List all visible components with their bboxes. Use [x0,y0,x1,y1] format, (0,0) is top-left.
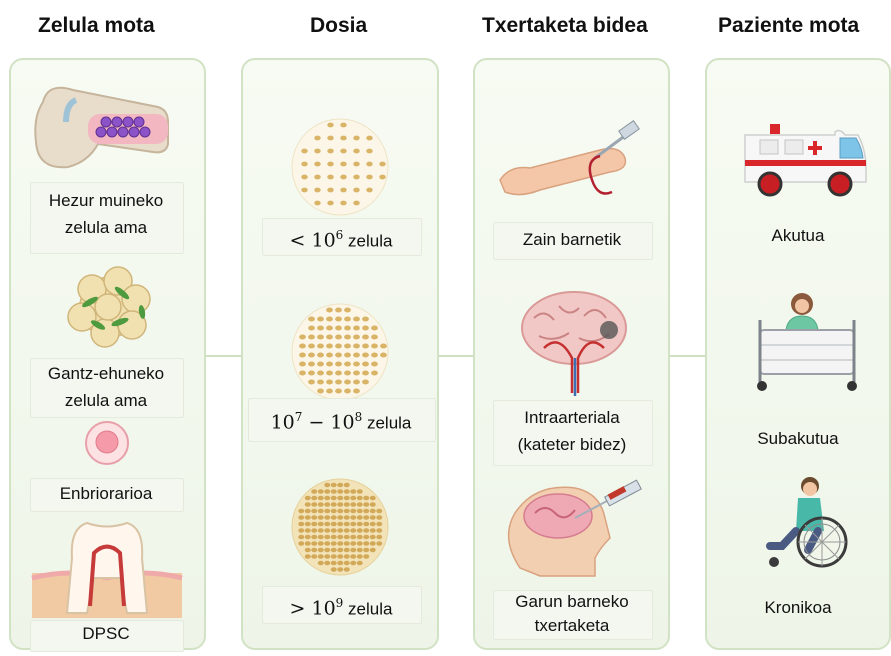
cell-dish-high-icon [290,477,390,577]
header-patient: Paziente mota [718,14,859,38]
brain-arteries-icon [514,288,634,398]
label-adipose: Gantz-ehuneko zelula ama [30,360,182,414]
hospital-bed-icon [752,290,862,400]
label-embryonic: Enbriorarioa [30,480,182,507]
wheelchair-icon [760,476,860,576]
cell-dish-low-icon [290,117,390,217]
label-dpsc: DPSC [30,620,182,647]
adipose-cell-icon [60,267,160,347]
connector-line [439,355,473,357]
ambulance-icon [740,120,870,200]
label-dose-mid: 107 − 108 zelula [248,404,434,436]
label-intravenous: Zain barnetik [493,226,651,253]
brain-injection-icon [500,478,650,578]
header-cell-type: Zelula mota [38,14,155,38]
bone-marrow-icon [28,82,168,172]
label-dose-low: < 106 zelula [262,222,420,254]
iv-arm-icon [500,120,640,200]
label-intracerebral: Garun barneko txertaketa [493,590,651,638]
connector-line [206,355,241,357]
label-chronic: Kronikoa [705,594,891,621]
cell-dish-mid-icon [290,302,390,402]
connector-line [670,355,705,357]
embryonic-cell-icon [82,418,132,468]
header-route: Txertaketa bidea [482,14,648,38]
label-dose-high: > 109 zelula [262,590,420,622]
label-intraarterial: Intraarteriala (kateter bidez) [493,404,651,458]
header-dose: Dosia [310,14,367,38]
label-acute: Akutua [705,222,891,249]
tooth-icon [32,518,182,618]
label-bone-marrow: Hezur muineko zelula ama [30,187,182,241]
label-subacute: Subakutua [705,425,891,452]
